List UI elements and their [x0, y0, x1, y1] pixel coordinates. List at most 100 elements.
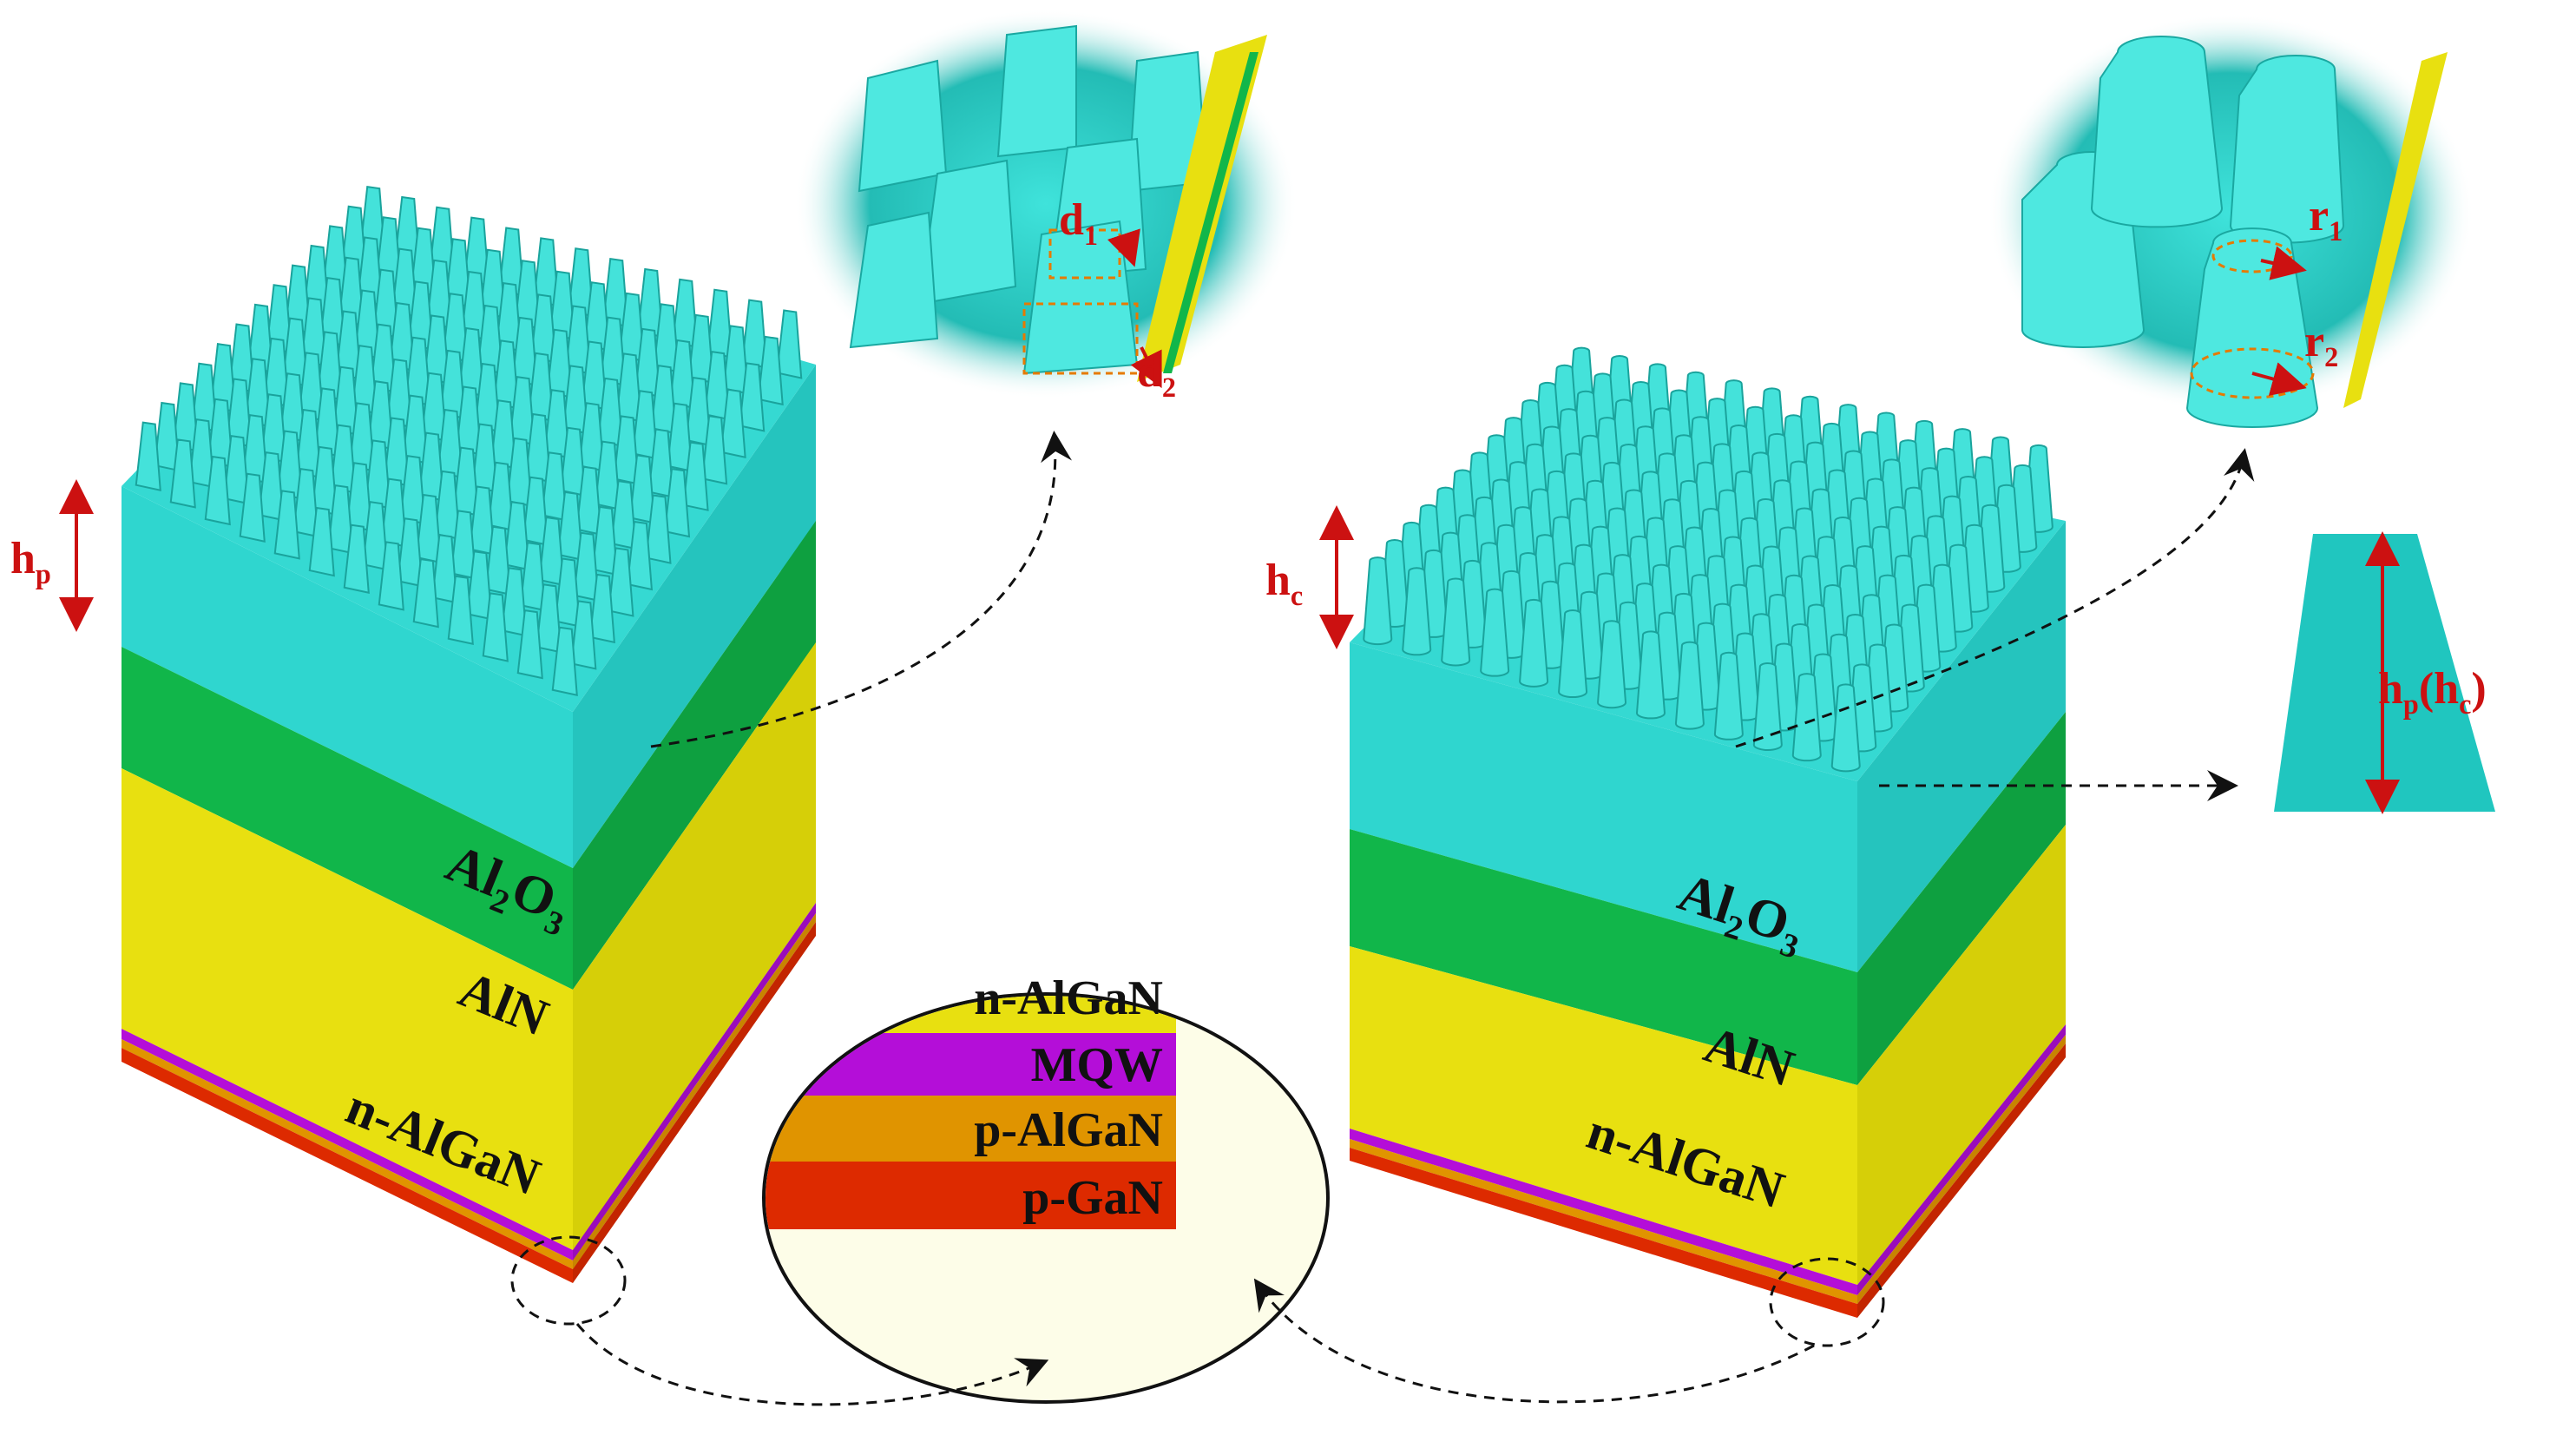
left-device-stack — [122, 185, 816, 1283]
pyramid-structure — [647, 428, 674, 498]
pyramid-structure — [551, 626, 578, 697]
cone-structure — [1830, 683, 1861, 773]
left-pgan-layer — [122, 1048, 573, 1283]
pyramid-structure — [554, 557, 581, 628]
pyramid-structure — [666, 402, 693, 473]
pyramid-structure — [516, 609, 543, 680]
zoom-cone-view: r1 r2 — [1988, 13, 2474, 428]
pyramid-structure — [223, 434, 250, 505]
pyramid-structure — [591, 505, 619, 576]
left-bottom-highlight — [510, 1235, 627, 1326]
right-aln-layer — [1350, 829, 1857, 1085]
svg-text:d2: d2 — [1137, 347, 1176, 403]
cone-structure — [1791, 673, 1822, 762]
cone-structure — [1635, 630, 1666, 720]
pyramid-structure — [608, 547, 634, 617]
svg-text:r2: r2 — [2304, 317, 2338, 372]
inset-label-pgan: p-GaN — [1022, 1171, 1163, 1225]
pyramid-structure — [663, 467, 691, 538]
cone-structure — [1480, 588, 1510, 677]
pyramid-structure — [273, 490, 300, 560]
pyramid-structure — [556, 490, 584, 562]
pyramid-structure — [501, 567, 528, 637]
pyramid-structure — [626, 520, 654, 591]
inset-label-palgan: p-AlGaN — [974, 1103, 1163, 1157]
cone-structure — [1363, 556, 1393, 646]
zoom-pyramid-view: d1 d2 — [794, 9, 1298, 403]
svg-text:hp: hp — [10, 534, 51, 589]
pyramid-structure — [362, 501, 389, 571]
right-nalgan-layer — [1350, 946, 1857, 1285]
pyramid-structure — [682, 441, 709, 511]
left-nalgan-layer — [122, 768, 573, 1250]
pyramid-structure — [503, 501, 530, 571]
right-height-annotation: hc — [1265, 505, 1354, 649]
right-mqw-layer — [1350, 1129, 1857, 1295]
pyramid-structure — [482, 592, 509, 662]
cone-structure — [1441, 577, 1471, 667]
pyramid-structure — [466, 550, 493, 621]
pyramid-structure — [575, 465, 602, 536]
pyramid-structure — [522, 476, 549, 547]
pyramid-structure — [343, 523, 370, 594]
pyramid-structure — [397, 517, 424, 588]
right-cone-array — [1363, 346, 2054, 773]
pyramid-structure — [258, 451, 285, 522]
cone-structure — [1558, 609, 1588, 699]
left-height-annotation: hp — [10, 479, 94, 632]
pyramid-structure — [484, 525, 511, 596]
inset-label-nalgan: n-AlGaN — [974, 971, 1163, 1025]
left-aln-layer — [122, 647, 573, 990]
svg-text:r1: r1 — [2309, 191, 2343, 247]
pyramid-structure — [594, 440, 621, 510]
svg-text:d1: d1 — [1059, 195, 1098, 251]
pyramid-structure — [700, 415, 728, 485]
cone-structure — [1597, 620, 1627, 709]
pyramid-structure — [588, 573, 615, 644]
right-bottom-highlight — [1769, 1257, 1885, 1347]
cone-structure — [1402, 567, 1432, 656]
cone-structure — [1752, 662, 1783, 751]
pyramid-structure — [739, 362, 766, 432]
left-al2o3-layer — [122, 486, 573, 868]
pyramid-structure — [573, 531, 600, 602]
left-palgan-layer — [122, 1039, 573, 1269]
pyramid-structure — [204, 455, 231, 526]
pyramid-structure — [188, 418, 215, 489]
cone-structure — [1519, 598, 1549, 688]
right-device-stack — [1350, 346, 2066, 1318]
pyramid-structure — [776, 309, 803, 379]
pyramid-structure — [378, 541, 404, 611]
right-palgan-layer — [1350, 1139, 1857, 1304]
pyramid-structure — [292, 468, 319, 538]
left-pyramid-array — [135, 185, 803, 697]
pyramid-structure — [431, 534, 458, 604]
right-pgan-layer — [1350, 1148, 1857, 1318]
dashed-connectors — [510, 431, 2255, 1406]
pyramid-structure — [169, 438, 196, 509]
pyramid-structure — [757, 335, 784, 406]
pyramid-structure — [154, 401, 181, 472]
cone-structure — [1674, 641, 1705, 730]
layer-inset: n-AlGaN MQW p-AlGaN p-GaN — [762, 971, 1330, 1404]
cone-structure — [1713, 651, 1744, 741]
svg-text:hp(hc): hp(hc) — [2378, 664, 2487, 720]
pyramid-structure — [239, 472, 266, 543]
left-mqw-layer — [122, 1029, 573, 1261]
pyramid-structure — [536, 583, 562, 654]
pyramid-structure — [538, 516, 565, 587]
pyramid-structure — [570, 600, 597, 670]
pyramid-structure — [645, 494, 672, 564]
svg-text:hc: hc — [1265, 556, 1303, 611]
pyramid-structure — [327, 484, 354, 555]
pyramid-structure — [412, 557, 439, 629]
pyramid-structure — [308, 506, 335, 577]
pyramid-structure — [450, 510, 476, 580]
pyramid-structure — [628, 454, 656, 524]
pyramid-structure — [519, 542, 546, 612]
pyramid-structure — [135, 421, 161, 491]
profile-trapezoid: hp(hc) — [2274, 531, 2495, 814]
inset-label-mqw: MQW — [1031, 1038, 1163, 1092]
pyramid-structure — [610, 480, 637, 550]
